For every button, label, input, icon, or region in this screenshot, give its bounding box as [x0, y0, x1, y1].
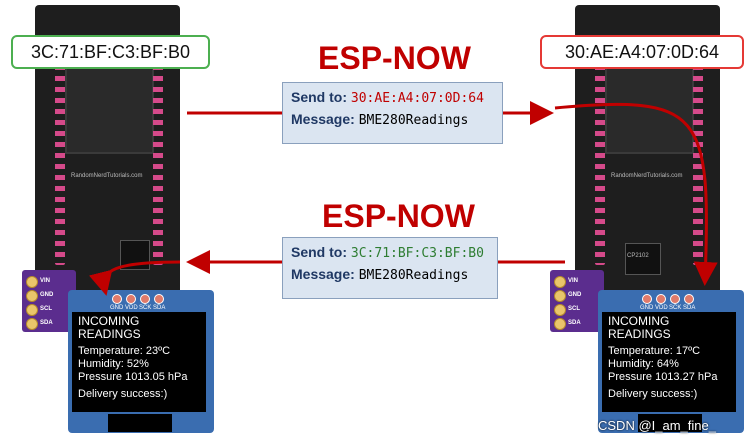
bme-label-vin: VIN: [40, 278, 51, 284]
bme-pin-sda: [26, 318, 38, 330]
bme-label-scl: SCL: [568, 306, 580, 312]
top-send-to-value: 30:AE:A4:07:0D:64: [350, 91, 484, 106]
right-oled-temperature: Temperature: 17ºC: [608, 345, 701, 357]
oled-pin-gnd: [112, 294, 122, 304]
left-oled-connector: [108, 414, 172, 432]
left-oled-humidity: Humidity: 52%: [78, 358, 149, 370]
bme-label-vin: VIN: [568, 278, 579, 284]
left-esp32-module: [65, 60, 154, 154]
bottom-send-to-label: Send to:: [291, 244, 347, 260]
bme-pin-sda: [554, 318, 566, 330]
bme-pin-vin: [554, 276, 566, 288]
arrow-left-down-path: [89, 260, 181, 296]
right-oled-title: INCOMING READINGS: [608, 314, 671, 341]
bme-label-gnd: GND: [568, 292, 582, 298]
right-pin-header-left: [595, 65, 605, 265]
oled-label-sck: SCK: [669, 305, 682, 311]
oled-label-sck: SCK: [139, 305, 152, 311]
right-oled-screen: INCOMING READINGS Temperature: 17ºC Humi…: [602, 312, 736, 412]
oled-pin-vdd: [126, 294, 136, 304]
left-bme280-sensor: VIN GND SCL SDA: [22, 270, 76, 332]
bottom-message-label: Message:: [291, 266, 355, 282]
right-mac-address: 30:AE:A4:07:0D:64: [540, 35, 744, 69]
oled-label-vdd: VDD: [125, 305, 138, 311]
right-bme280-sensor: VIN GND SCL SDA: [550, 270, 604, 332]
oled-label-vdd: VDD: [655, 305, 668, 311]
top-message-value: BME280Readings: [358, 113, 469, 128]
right-oled-pressure: Pressure 1013.27 hPa: [608, 371, 718, 383]
oled-pin-sda: [154, 294, 164, 304]
right-board-website-label: RandomNerdTutorials.com: [611, 173, 683, 179]
bme-label-gnd: GND: [40, 292, 54, 298]
left-mac-address: 3C:71:BF:C3:BF:B0: [11, 35, 210, 69]
arrow-right-down-path: [554, 102, 718, 286]
oled-label-gnd: GND: [640, 305, 654, 311]
right-pin-header-right: [693, 65, 703, 265]
right-oled-humidity: Humidity: 64%: [608, 358, 679, 370]
bottom-message-note: Send to: 3C:71:BF:C3:BF:B0 Message: BME2…: [282, 237, 498, 299]
left-oled-pressure: Pressure 1013.05 hPa: [78, 371, 188, 383]
bme-pin-gnd: [554, 290, 566, 302]
left-oled-title: INCOMING READINGS: [78, 314, 141, 341]
right-oled-connector: [638, 414, 702, 432]
right-oled-display: GND VDD SCK SDA INCOMING READINGS Temper…: [598, 290, 744, 433]
top-send-to-label: Send to:: [291, 89, 347, 105]
oled-pin-sck: [140, 294, 150, 304]
oled-pin-sda: [684, 294, 694, 304]
bme-label-scl: SCL: [40, 306, 52, 312]
left-pin-header-left: [55, 65, 65, 265]
right-usb-chip: [625, 243, 661, 275]
oled-pin-sck: [670, 294, 680, 304]
left-oled-status: Delivery success:): [78, 388, 168, 400]
bottom-message-value: BME280Readings: [358, 268, 469, 283]
bme-pin-gnd: [26, 290, 38, 302]
left-oled-temperature: Temperature: 23ºC: [78, 345, 171, 357]
csdn-watermark: CSDN @I_am_fine_: [598, 418, 716, 433]
bme-pin-scl: [26, 304, 38, 316]
bme-pin-vin: [26, 276, 38, 288]
oled-label-sda: SDA: [153, 305, 166, 311]
right-oled-status: Delivery success:): [608, 388, 698, 400]
oled-label-gnd: GND: [110, 305, 124, 311]
bme-label-sda: SDA: [40, 320, 53, 326]
left-pin-header-right: [153, 65, 163, 265]
left-oled-screen: INCOMING READINGS Temperature: 23ºC Humi…: [72, 312, 206, 412]
bottom-send-to-value: 3C:71:BF:C3:BF:B0: [350, 246, 484, 261]
top-message-label: Message:: [291, 111, 355, 127]
oled-pin-gnd: [642, 294, 652, 304]
top-message-note: Send to: 30:AE:A4:07:0D:64 Message: BME2…: [282, 82, 503, 144]
oled-pin-vdd: [656, 294, 666, 304]
left-oled-display: GND VDD SCK SDA INCOMING READINGS Temper…: [68, 290, 214, 433]
bme-pin-scl: [554, 304, 566, 316]
bottom-protocol-label: ESP-NOW: [322, 198, 475, 234]
left-board-website-label: RandomNerdTutorials.com: [71, 173, 143, 179]
bme-label-sda: SDA: [568, 320, 581, 326]
top-protocol-label: ESP-NOW: [318, 40, 471, 76]
oled-label-sda: SDA: [683, 305, 696, 311]
right-usb-chip-label: CP2102: [627, 253, 649, 259]
